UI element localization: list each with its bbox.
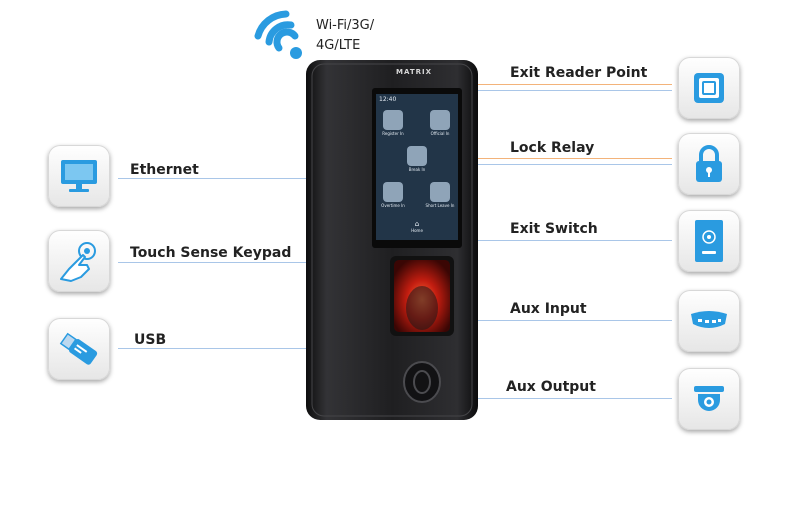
screen-item-0-icon xyxy=(383,110,403,130)
card-reader-icon xyxy=(692,71,726,105)
aux-input-label: Aux Input xyxy=(510,301,587,317)
exit-switch-label: Exit Switch xyxy=(510,221,598,237)
screen-item-2-label: Break In xyxy=(408,167,426,172)
lock-relay-label: Lock Relay xyxy=(510,140,595,156)
screen-item-3-label: Overtime In xyxy=(381,203,405,208)
screen-item-1[interactable]: Official In xyxy=(428,110,452,136)
lock-relay-connector-line xyxy=(476,164,672,165)
device-brand-logo: MATRIX xyxy=(396,68,433,76)
usb-tile xyxy=(48,318,110,380)
aux-output-label: Aux Output xyxy=(506,379,596,395)
screen-item-0-label: Register In xyxy=(382,131,404,136)
aux-input-connector-line xyxy=(476,320,672,321)
usb-label: USB xyxy=(134,332,167,348)
touch-keypad-label: Touch Sense Keypad xyxy=(130,245,292,261)
usb-drive-icon xyxy=(57,327,101,371)
screen-footer[interactable]: ⌂ Home xyxy=(376,220,458,233)
exit-switch-tile xyxy=(678,210,740,272)
padlock-icon xyxy=(693,144,725,184)
screen-item-3-icon xyxy=(383,182,403,202)
exit-reader-tile xyxy=(678,57,740,119)
keypad-connector-line xyxy=(118,262,310,263)
aux-output-connector-line xyxy=(476,398,672,399)
exit-button-icon xyxy=(694,219,724,263)
device-screen: 12:40 Register In Official In Break In O… xyxy=(376,94,458,240)
wifi-label: Wi-Fi/3G/ 4G/LTE xyxy=(316,16,374,56)
screen-item-4-icon xyxy=(430,182,450,202)
smoke-detector-icon xyxy=(688,306,730,336)
screen-item-2-icon xyxy=(407,146,427,166)
exit-switch-connector-line xyxy=(476,240,672,241)
lock-relay-connector-line-orange xyxy=(476,158,672,159)
screen-item-2[interactable]: Break In xyxy=(406,146,428,172)
screen-item-4-label: Short Leave In xyxy=(425,203,455,208)
screen-time: 12:40 xyxy=(379,96,397,103)
touch-keypad-tile xyxy=(48,230,110,292)
exit-reader-connector-line-orange xyxy=(476,84,672,85)
aux-input-tile xyxy=(678,290,740,352)
exit-reader-connector-line xyxy=(476,90,672,91)
ethernet-label: Ethernet xyxy=(130,162,199,178)
touch-hand-icon xyxy=(57,239,101,283)
screen-item-1-label: Official In xyxy=(430,131,450,136)
screen-item-0[interactable]: Register In xyxy=(382,110,404,136)
home-icon: ⌂ xyxy=(414,220,420,228)
usb-connector-line xyxy=(118,348,310,349)
monitor-icon xyxy=(59,158,99,194)
wifi-icon xyxy=(252,8,310,66)
aux-output-tile xyxy=(678,368,740,430)
lock-relay-tile xyxy=(678,133,740,195)
siren-icon xyxy=(690,382,728,416)
exit-reader-label: Exit Reader Point xyxy=(510,65,648,81)
ethernet-connector-line xyxy=(118,178,310,179)
screen-item-4[interactable]: Short Leave In xyxy=(424,182,456,208)
screen-item-3[interactable]: Overtime In xyxy=(380,182,406,208)
wifi-label-line2: 4G/LTE xyxy=(316,38,361,53)
ethernet-tile xyxy=(48,145,110,207)
access-control-device: MATRIX 12:40 Register In Official In Bre… xyxy=(306,60,478,420)
screen-footer-label: Home xyxy=(411,228,423,233)
wifi-label-line1: Wi-Fi/3G/ xyxy=(316,18,375,33)
screen-item-1-icon xyxy=(430,110,450,130)
